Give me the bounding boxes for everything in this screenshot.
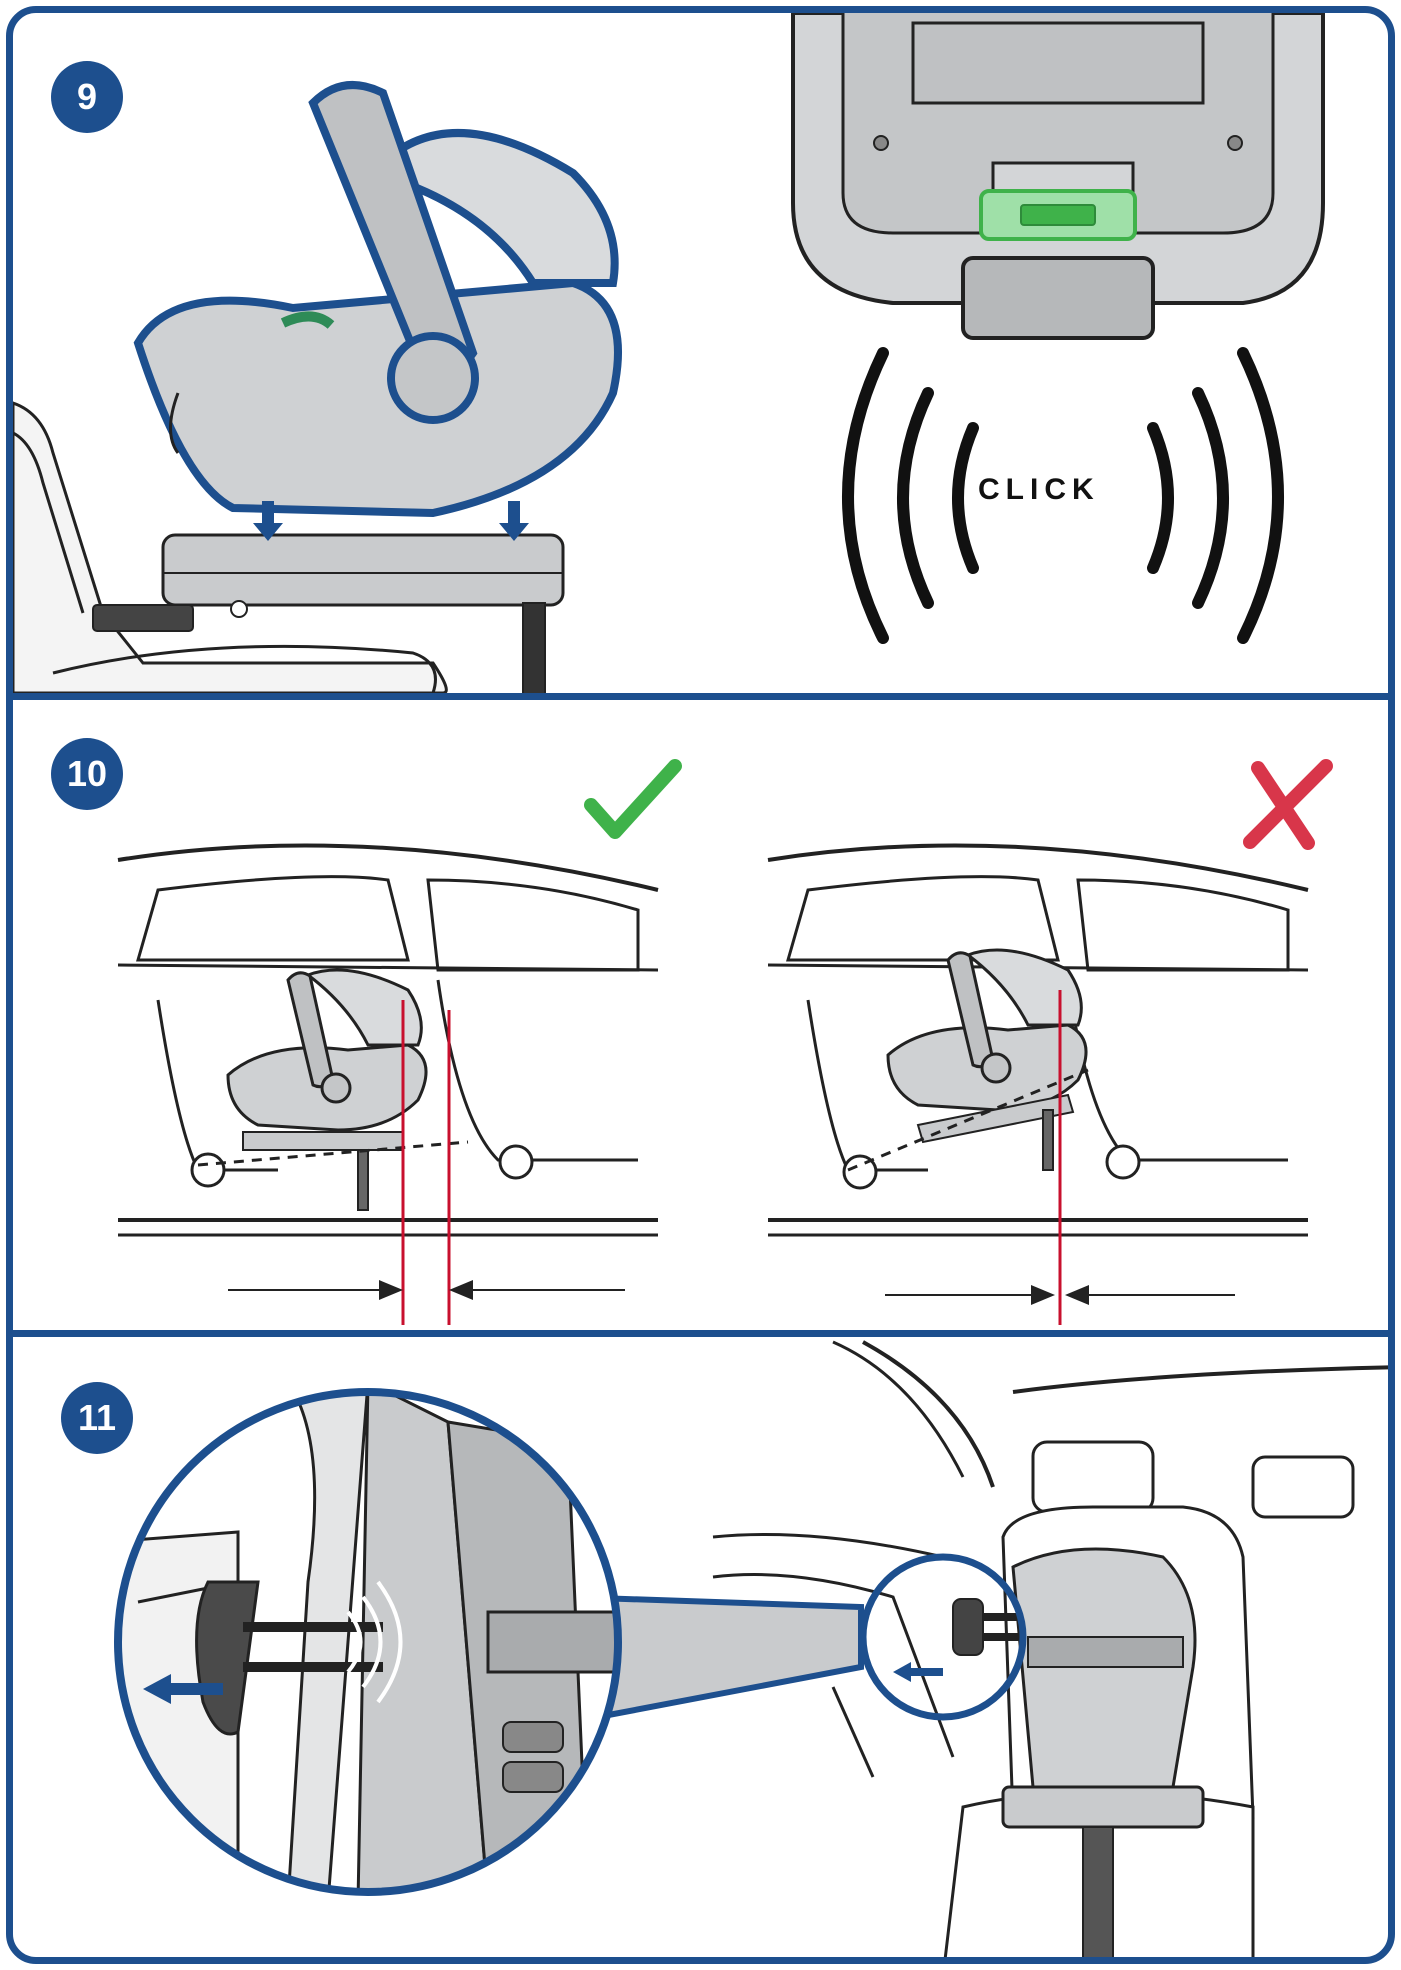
section-divider [13, 693, 1388, 700]
step-11-panel: 11 [13, 1337, 1388, 1957]
cross-mark-icon [1243, 759, 1333, 850]
down-arrow-icon [499, 501, 529, 541]
left-arrow-icon [143, 1674, 223, 1704]
instruction-frame: 9 [6, 6, 1395, 1964]
click-label: CLICK [978, 473, 1100, 506]
step-number-badge: 9 [51, 61, 123, 133]
isofix-release-closeup [114, 1388, 622, 1896]
isofix-base-illustration [92, 533, 565, 693]
infant-carrier-illustration [133, 81, 622, 518]
down-arrow-icon [253, 501, 283, 541]
section-divider [13, 1330, 1388, 1337]
click-sound-waves-icon [842, 347, 1284, 644]
car-seat-back-illustration [13, 401, 448, 693]
check-mark-icon [584, 759, 682, 839]
reference-lines [228, 1000, 625, 1325]
step-number-badge: 11 [61, 1382, 133, 1454]
base-indicator-closeup [791, 13, 1325, 340]
reference-lines [885, 990, 1235, 1325]
vehicle-seat-scene [712, 1340, 1388, 1957]
incorrect-installation-illustration [767, 843, 1309, 1237]
left-arrow-icon [893, 1662, 943, 1682]
step-number-badge: 10 [51, 738, 123, 810]
step-9-panel: 9 [13, 13, 1388, 693]
correct-installation-illustration [117, 843, 659, 1237]
step-10-panel: 10 [13, 700, 1388, 1330]
